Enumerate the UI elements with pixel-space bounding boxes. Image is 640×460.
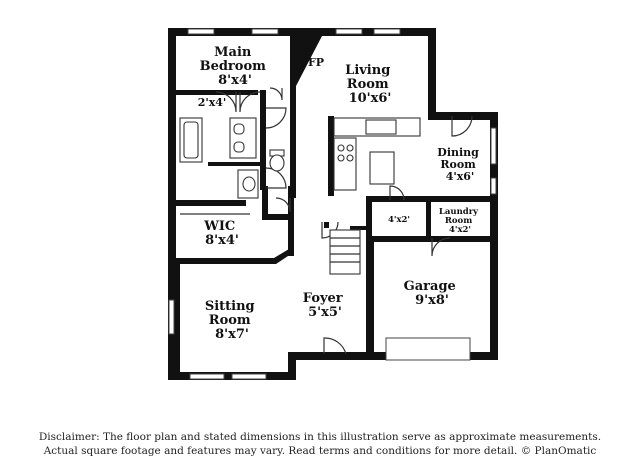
interior-walls — [168, 28, 370, 264]
disclaimer-line-2: Actual square footage and features may v… — [43, 445, 597, 457]
disclaimer: Disclaimer: The floor plan and stated di… — [0, 430, 640, 458]
dining-room-label: Dining Room 4'x6' — [437, 146, 482, 183]
sitting-room-label: Sitting Room 8'x7' — [205, 299, 259, 342]
foyer-label: Foyer 5'x5' — [303, 291, 347, 320]
main-bath-label: 2'x4' — [198, 96, 227, 109]
living-room-label: Living Room 10'x6' — [345, 63, 395, 106]
laundry-room-label: Laundry Room 4'x2' — [439, 207, 481, 235]
wic-label: WIC 8'x4' — [203, 219, 240, 248]
garage-label: Garage 9'x8' — [404, 279, 461, 308]
main-bedroom-label: Main Bedroom 8'x4' — [200, 45, 271, 88]
fireplace-label: FP — [308, 56, 324, 69]
doors — [215, 87, 473, 355]
windows — [168, 28, 497, 380]
closet-label: 4'x2' — [388, 215, 410, 225]
disclaimer-line-1: Disclaimer: The floor plan and stated di… — [38, 431, 602, 443]
fixtures — [179, 117, 421, 275]
